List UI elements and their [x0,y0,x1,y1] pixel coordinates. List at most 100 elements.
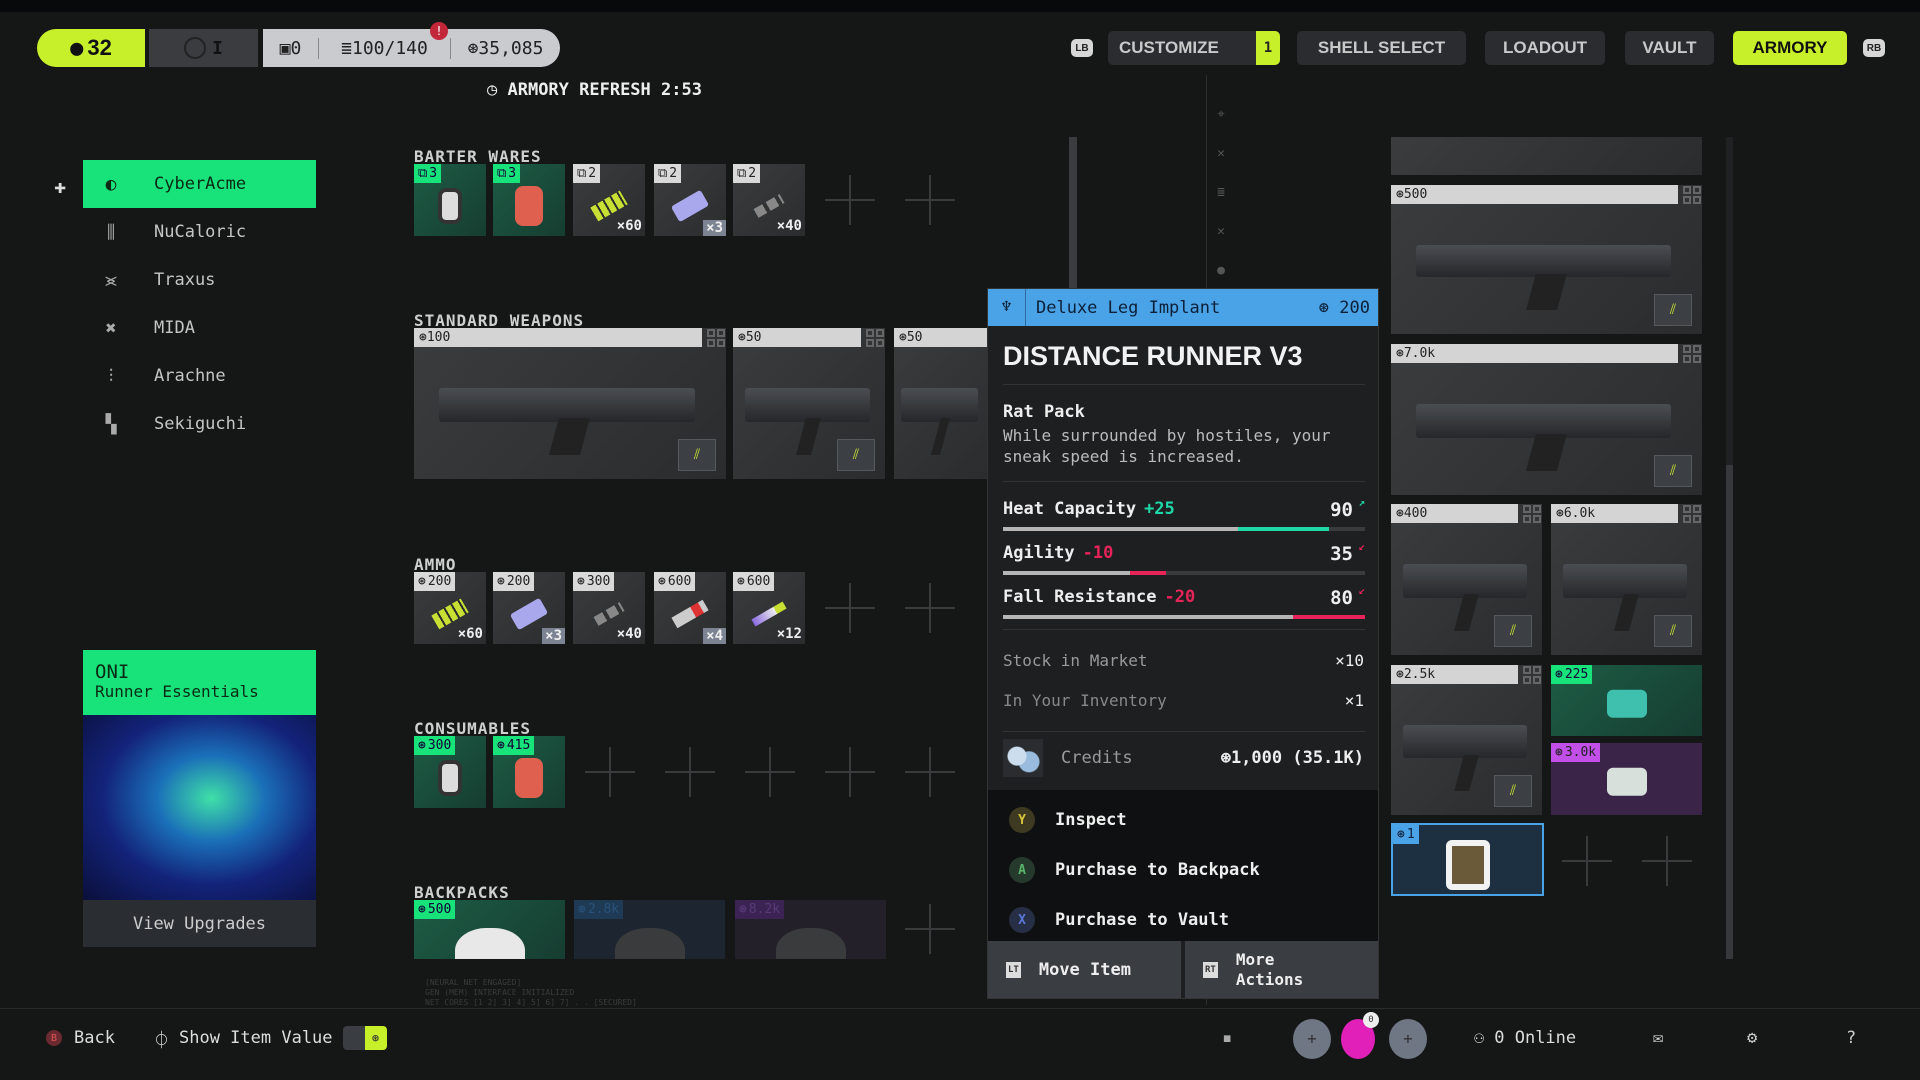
right-item-tile[interactable]: ⊛225 [1551,665,1702,736]
chat-button[interactable]: ▪ [1222,1028,1233,1048]
weapon-tile[interactable]: ⊛50⫽ [733,328,885,479]
settings-icon[interactable]: ⚙ [1747,1028,1758,1048]
sidebar-item-label: Sekiguchi [154,414,247,434]
item-art-canister [438,759,462,796]
credit-icon: ⊛ [899,330,907,345]
stat-label: Fall Resistance [1003,587,1157,607]
credit-icon: ⊛ [1556,506,1564,521]
b-button-icon: B [46,1030,62,1046]
player-avatar[interactable]: 0 [1341,1012,1379,1059]
oni-card[interactable]: ONI Runner Essentials View Upgrades [83,650,316,947]
right-item-tile[interactable]: ⊛2.5k⫽ [1391,665,1542,815]
add-party-right-button[interactable]: + [1389,1019,1427,1059]
rb-button[interactable]: RB [1863,39,1885,57]
consumables-item-tile[interactable]: ⊛300 [414,736,486,808]
size-grid-icon [1683,186,1701,204]
tab-loadout[interactable]: LOADOUT [1485,31,1605,65]
tab-customize[interactable]: CUSTOMIZE 1 [1108,31,1280,65]
price-value: 300 [427,738,452,753]
right-scrollbar[interactable] [1726,137,1733,959]
barter-item-tile[interactable]: ⧉2×40 [733,164,805,236]
price-value: 100 [426,330,451,345]
backpack-tile[interactable]: ⊛500 [414,900,565,959]
tab-vault[interactable]: VAULT [1625,31,1714,65]
section-label-consumables: CONSUMABLES [414,719,531,738]
credit-icon: ⊛ [1555,745,1563,760]
right-item-tile[interactable]: ⊛6.0k⫽ [1551,504,1702,655]
arrow-down-icon: ↙ [1358,540,1365,553]
price-tag: ⊛1 [1393,825,1419,844]
barter-item-tile[interactable]: ⧉2×3 [654,164,726,236]
right-item-tile[interactable]: ⊛3.0k [1551,743,1702,815]
right-item-tile[interactable]: ⊛500⫽ [1391,185,1702,334]
stick-icon: ⏀ [153,1030,170,1051]
right-item-tile[interactable]: ⊛400⫽ [1391,504,1542,655]
price-bar: ⊛50 [894,328,987,347]
ammo-item-tile[interactable]: ⊛300×40 [573,572,645,644]
stock-value: ×10 [1335,651,1364,670]
right-item-tile[interactable]: ⊛7.0k⫽ [1391,344,1702,495]
ammo-item-tile[interactable]: ⊛200×60 [414,572,486,644]
sidebar-item-arachne[interactable]: ⫶Arachne [83,352,316,400]
backpack-art [454,928,525,959]
sidebar-item-traxus[interactable]: ⪤Traxus [83,256,316,304]
sidebar-item-cyberacme[interactable]: ◐CyberAcme [83,160,316,208]
backpack-tile[interactable]: ⊛2.8k [574,900,725,959]
warning-icon: ! [430,21,448,40]
friends-icon: ⚇ [1474,1028,1485,1048]
empty-slot [821,171,879,229]
ammo-item-tile[interactable]: ⊛200×3 [493,572,565,644]
stat-bar-decrease [1129,571,1166,575]
lb-button[interactable]: LB [1071,39,1093,57]
price-value: 50 [906,330,923,345]
price-value: 225 [1564,667,1589,682]
weapon-art [1415,404,1671,438]
show-item-value-toggle[interactable]: ⏀Show Item Value ⊛ [153,1009,387,1067]
weapon-art [1415,244,1671,278]
barter-icon: ⧉ [658,166,668,181]
ammo-type-icon: ⫽ [678,439,716,471]
barter-item-tile[interactable]: ⧉3 [493,164,565,236]
price-value: 7.0k [1403,346,1436,361]
empty-slot [901,579,959,637]
empty-slot [1558,832,1616,890]
ammo-item-tile[interactable]: ⊛600×4 [654,572,726,644]
tab-armory[interactable]: ARMORY [1733,31,1847,65]
grid-scrollbar[interactable] [1069,137,1077,288]
barter-item-tile[interactable]: ⧉3 [414,164,486,236]
backpack-tile[interactable]: ⊛8.2k [735,900,886,959]
sidebar-item-sekiguchi[interactable]: ▚Sekiguchi [83,400,316,448]
mail-icon[interactable]: ✉ [1653,1028,1664,1048]
price-value: 500 [427,902,452,917]
ammo-type-icon: ⫽ [1654,455,1692,487]
sidebar-item-nucaloric[interactable]: ⫼NuCaloric [83,208,316,256]
cyberacme-logo-icon: ◐ [105,173,117,195]
selected-item-tile[interactable]: ⊛1 [1391,823,1544,896]
add-party-left-button[interactable]: + [1293,1019,1331,1059]
weapon-tile[interactable]: ⊛50 [894,328,987,479]
weapon-tile[interactable]: ⊛100⫽ [414,328,726,479]
ammo-item-tile[interactable]: ⊛600×12 [733,572,805,644]
stat-bar-base [1003,571,1130,575]
credits-label: Credits [1061,748,1133,768]
sidebar-item-mida[interactable]: ✖MIDA [83,304,316,352]
online-friends-button[interactable]: ⚇0 Online [1474,1028,1577,1048]
weapon-tile-partial[interactable] [1391,137,1702,175]
inventory-label: In Your Inventory [1003,691,1167,710]
barter-item-tile[interactable]: ⧉2×60 [573,164,645,236]
scroll-thumb[interactable] [1726,465,1733,959]
view-upgrades-button[interactable]: View Upgrades [83,900,316,947]
price-value: 2.8k [587,902,620,917]
price-value: 6.0k [1563,506,1596,521]
consumables-item-tile[interactable]: ⊛415 [493,736,565,808]
tab-shell-select[interactable]: SHELL SELECT [1297,31,1466,65]
help-icon[interactable]: ? [1846,1028,1857,1048]
backpack-art [614,928,685,959]
